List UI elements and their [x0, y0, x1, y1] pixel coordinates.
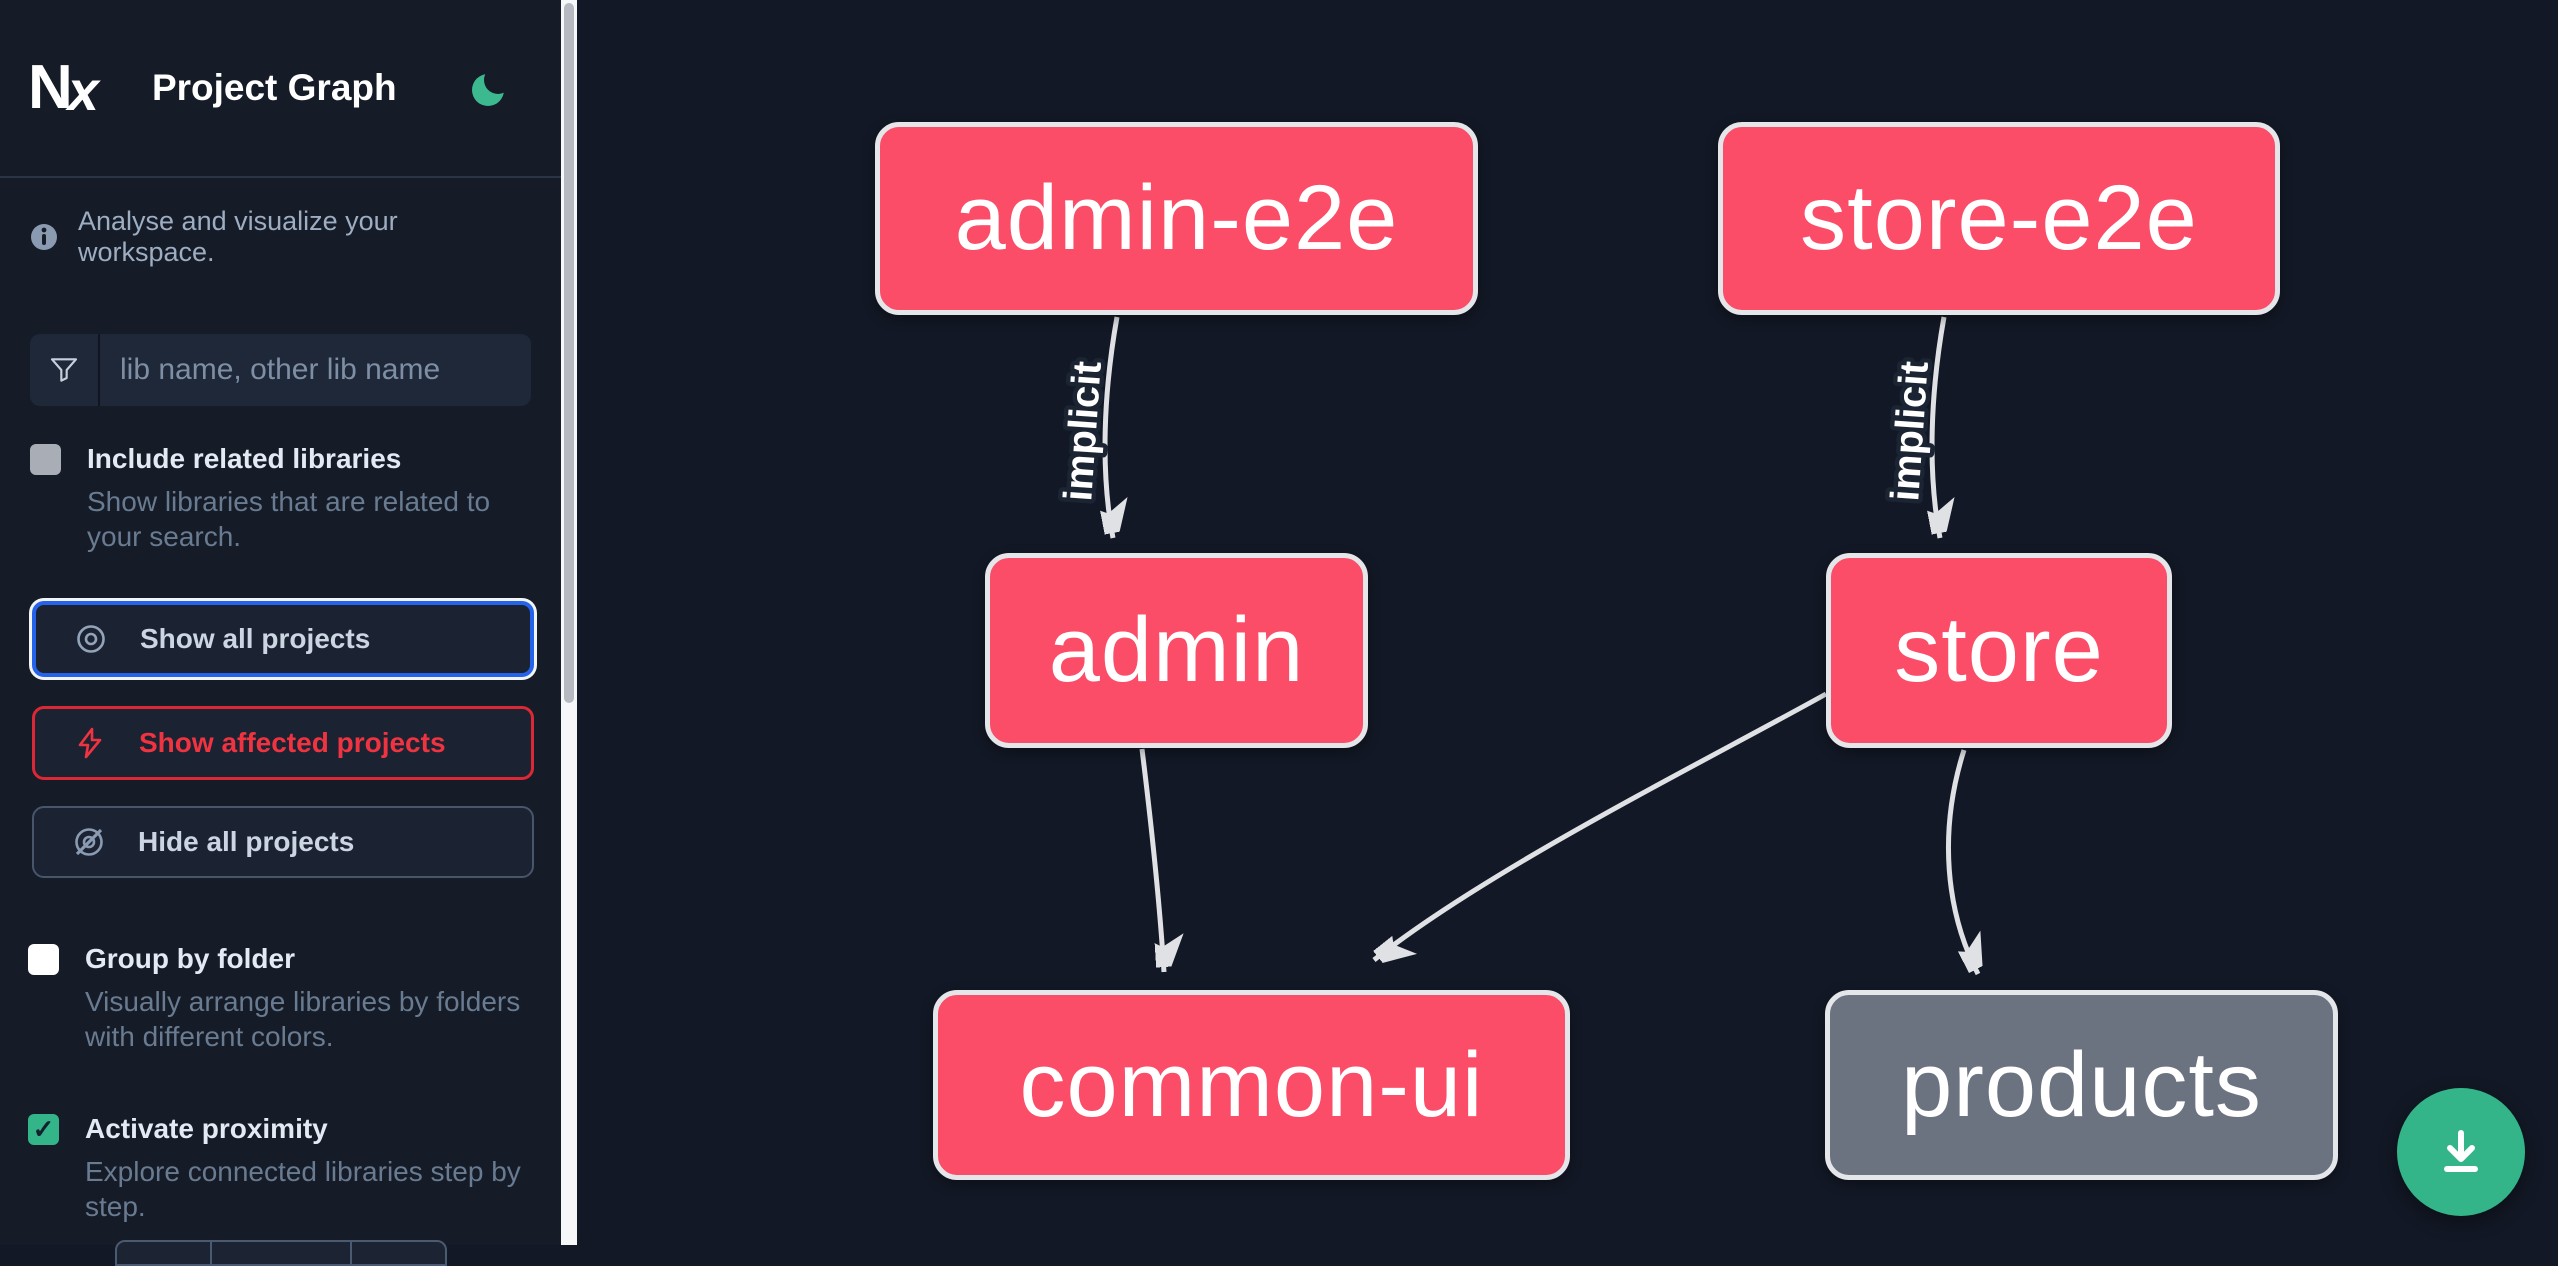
- edge-store-to-products[interactable]: [1948, 750, 1978, 974]
- graph-node-products[interactable]: products: [1825, 990, 2338, 1180]
- graph-node-admin[interactable]: admin: [985, 553, 1368, 748]
- graph-node-store-e2e[interactable]: store-e2e: [1718, 122, 2280, 315]
- proximity-increment[interactable]: [352, 1242, 445, 1264]
- download-graph-button[interactable]: [2397, 1088, 2525, 1216]
- edge-admin-e2e-to-admin[interactable]: [1105, 317, 1117, 538]
- edge-label-implicit: implicit: [1883, 360, 1937, 503]
- graph-node-store[interactable]: store: [1826, 553, 2172, 748]
- edge-store-e2e-to-store[interactable]: [1932, 317, 1944, 538]
- graph-node-admin-e2e[interactable]: admin-e2e: [875, 122, 1478, 315]
- edge-store-to-common-ui[interactable]: [1374, 694, 1826, 960]
- download-icon: [2432, 1123, 2490, 1181]
- edge-admin-to-common-ui[interactable]: [1142, 749, 1164, 972]
- edge-label-implicit: implicit: [1056, 360, 1110, 503]
- graph-node-common-ui[interactable]: common-ui: [933, 990, 1570, 1180]
- proximity-value: [212, 1242, 352, 1264]
- proximity-decrement[interactable]: [117, 1242, 212, 1264]
